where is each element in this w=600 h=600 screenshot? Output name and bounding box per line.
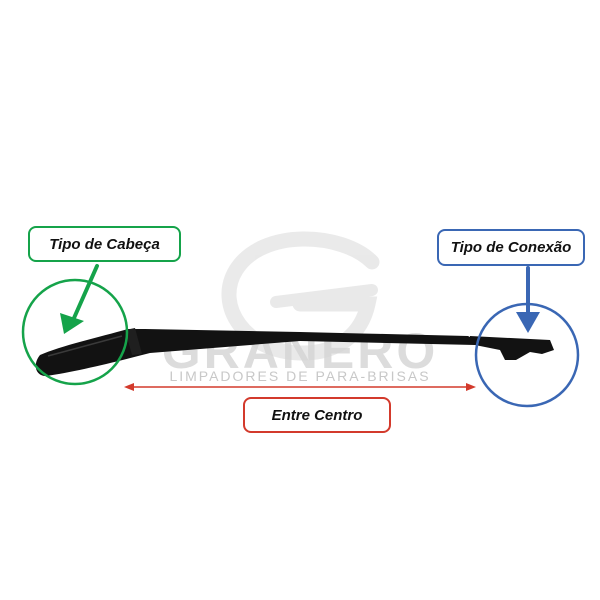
head-type-label: Tipo de Cabeça [28, 226, 181, 262]
center-distance-label: Entre Centro [243, 397, 391, 433]
connection-pointer-arrow [516, 266, 540, 333]
head-pointer-arrow [60, 264, 99, 334]
center-distance-arrow [124, 383, 476, 391]
connection-type-label: Tipo de Conexão [437, 229, 585, 266]
watermark-tagline: LIMPADORES DE PARA-BRISAS [169, 368, 431, 384]
head-highlight-circle [21, 278, 129, 386]
wiper-arm [35, 328, 554, 376]
